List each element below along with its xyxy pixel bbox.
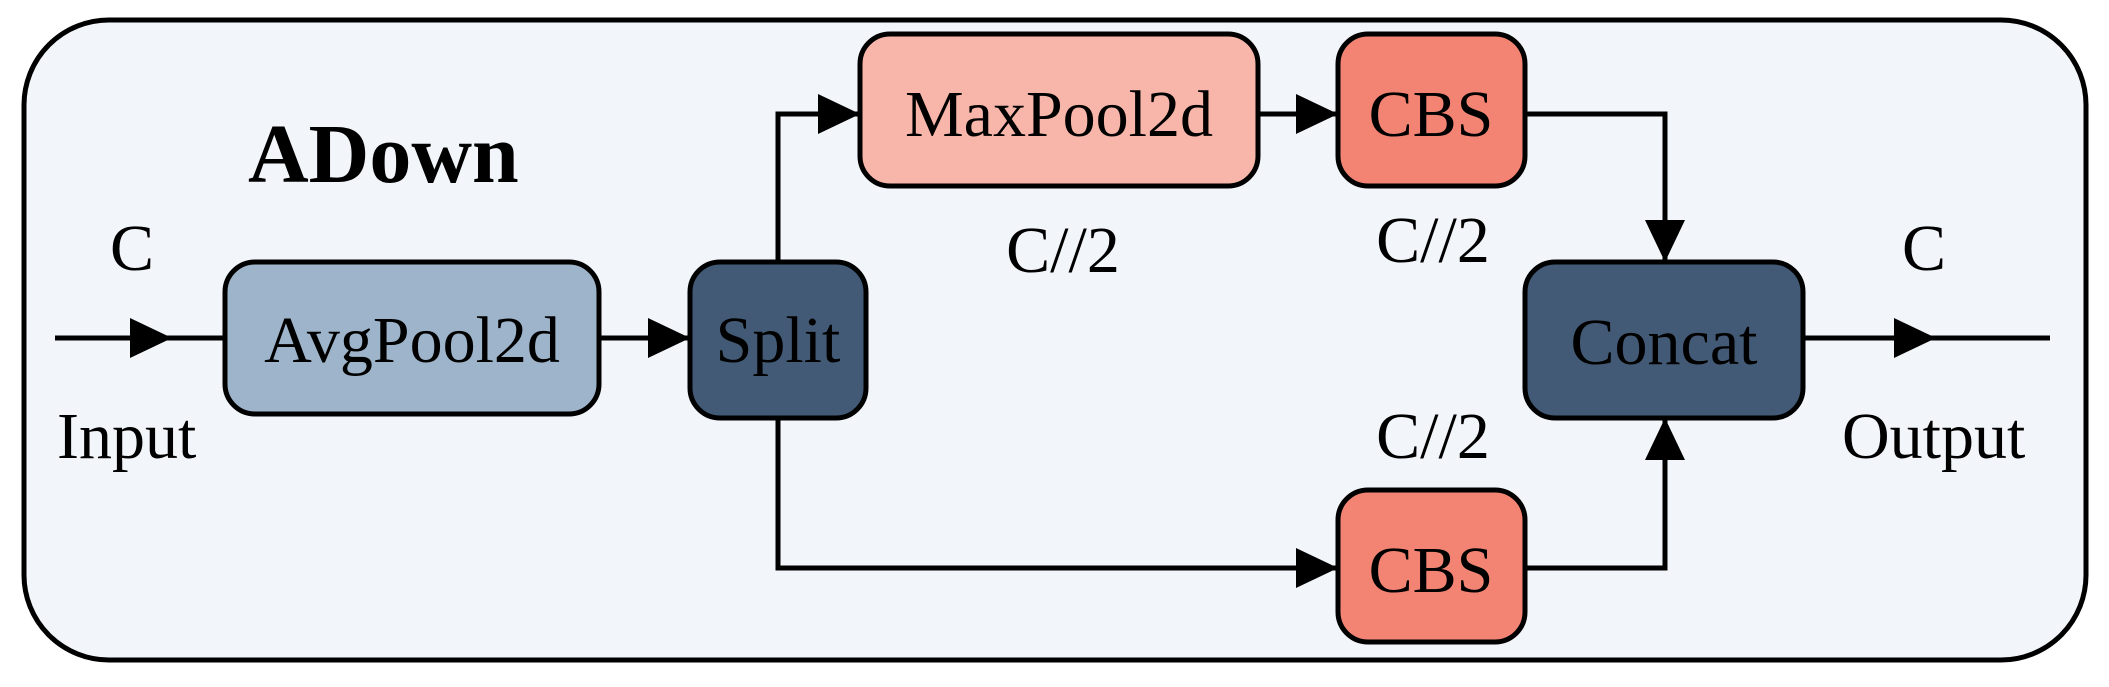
maxpool-label: MaxPool2d [905, 78, 1213, 151]
maxpool-to-cbs-arrowhead [1296, 94, 1338, 134]
cbs-bottom-label: CBS [1369, 534, 1494, 607]
input-channels-label: C [110, 212, 154, 285]
cbs-top-to-concat-line [1525, 111, 1668, 262]
split-to-maxpool-arrowhead [818, 94, 860, 134]
avgpool-block: AvgPool2d [222, 259, 602, 417]
cbs-top-to-concat-arrowhead [1645, 220, 1685, 262]
split-label: Split [716, 304, 841, 377]
cbs-top-block: CBS [1335, 31, 1528, 189]
split-block: Split [687, 259, 869, 421]
cbs-bottom-to-concat-line [1525, 418, 1668, 571]
cbs-top-label: CBS [1369, 78, 1494, 151]
avgpool-to-split-arrowhead [648, 318, 690, 358]
maxpool-block: MaxPool2d [857, 31, 1261, 189]
output-channels-label: C [1902, 212, 1946, 285]
input-arrowhead [130, 318, 172, 358]
output-arrowhead [1894, 318, 1936, 358]
split-to-cbs-bottom-line [775, 418, 1338, 571]
concat-label: Concat [1571, 306, 1758, 379]
cbs-top-channels-label: C//2 [1376, 204, 1490, 277]
output-label: Output [1842, 400, 2025, 473]
input-label: Input [57, 400, 196, 473]
avgpool-label: AvgPool2d [264, 304, 560, 377]
concat-block: Concat [1522, 259, 1806, 421]
split-to-cbs-bottom-arrowhead [1296, 548, 1338, 588]
module-container [21, 17, 2089, 663]
cbs-bottom-to-concat-arrowhead [1645, 418, 1685, 460]
cbs-bottom-channels-label: C//2 [1376, 400, 1490, 473]
module-title: ADown [248, 108, 519, 201]
maxpool-channels-label: C//2 [1006, 214, 1120, 287]
cbs-bottom-block: CBS [1335, 487, 1528, 645]
